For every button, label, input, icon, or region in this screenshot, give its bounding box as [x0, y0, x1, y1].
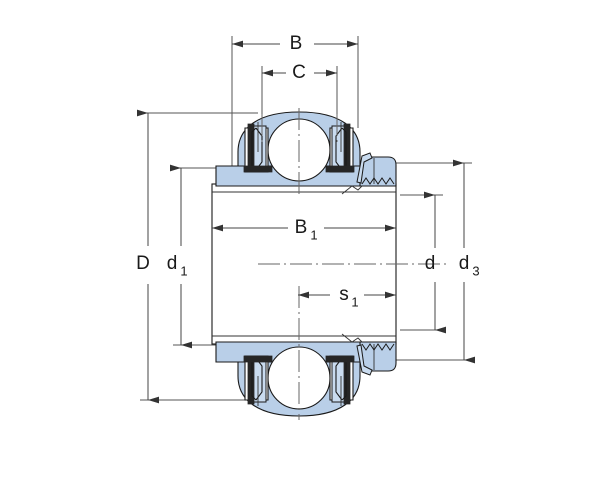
dimension-B1: B 1 [212, 217, 396, 242]
centerlines [258, 108, 448, 420]
dimension-subscript-B1: 1 [310, 227, 317, 242]
eccentric-locking-collar-bottom [341, 333, 397, 376]
dimension-label-d: d [425, 253, 436, 274]
dimension-d1: d 1 [167, 164, 192, 349]
seal-right-bottom [325, 355, 355, 405]
dimension-C: C [262, 62, 337, 83]
dimension-label-D: D [136, 253, 150, 274]
dimension-label-d1: d [167, 253, 178, 274]
dimension-d: d [424, 191, 446, 334]
dimension-label-B1: B [295, 217, 308, 238]
dimension-s1: s 1 [298, 284, 396, 309]
dimension-label-B: B [290, 33, 303, 54]
dimension-subscript-d3: 3 [472, 263, 479, 278]
seal-right-top [325, 123, 355, 173]
dimension-label-C: C [292, 62, 306, 83]
dimension-subscript-d1: 1 [180, 263, 187, 278]
dimension-label-d3: d [459, 253, 470, 274]
seal-left-bottom [243, 355, 273, 405]
dimension-subscript-s1: 1 [351, 294, 358, 309]
dimension-D: D [136, 109, 159, 404]
dimension-label-s1: s [339, 284, 349, 305]
eccentric-locking-collar-top [341, 152, 397, 195]
dimension-B: B [232, 33, 358, 54]
dimension-d3: d 3 [453, 159, 480, 364]
